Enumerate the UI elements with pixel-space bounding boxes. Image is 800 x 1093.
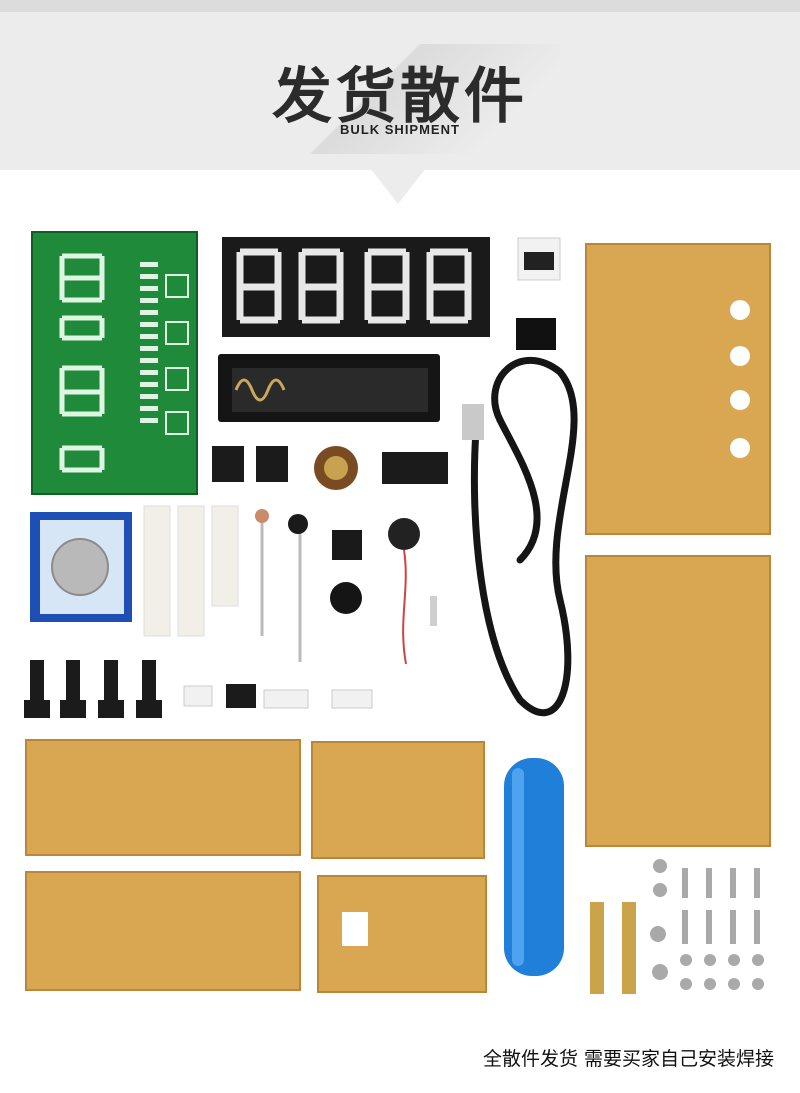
four-digit-display [222, 237, 490, 337]
usb-cable [470, 356, 578, 717]
pcb-board [31, 231, 198, 495]
acrylic-panels [25, 243, 771, 993]
header-banner: 发货散件 BULK SHIPMENT [0, 0, 800, 170]
header-top-strip [0, 0, 800, 12]
page-title: 发货散件 [272, 62, 528, 132]
kit-parts-photo [24, 231, 771, 994]
page-subtitle: BULK SHIPMENT [340, 122, 460, 137]
battery-holder [218, 354, 440, 422]
header-pointer-notch [370, 168, 426, 204]
header-shadow-decoration [250, 44, 560, 154]
bottom-caption: 全散件发货 需要买家自己安装焊接 [482, 1048, 774, 1070]
